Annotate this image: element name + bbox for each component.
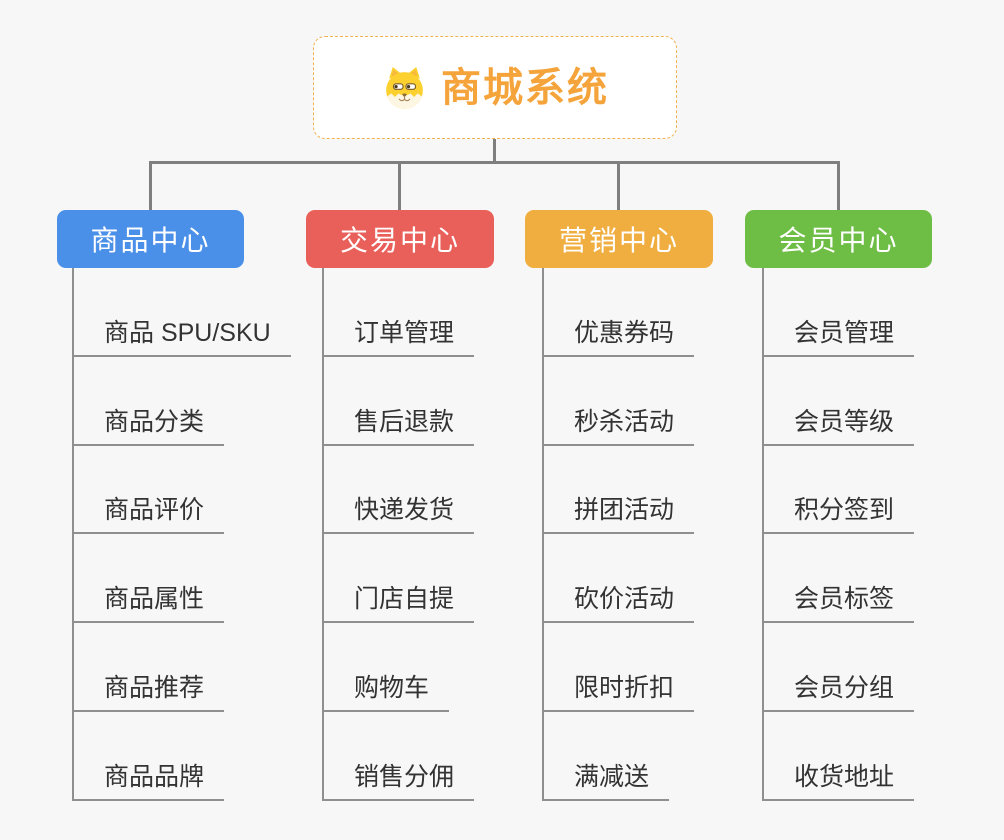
leaf-node[interactable]: 会员等级 <box>762 409 915 446</box>
child-row: 砍价活动 <box>542 534 695 624</box>
leaf-node[interactable]: 限时折扣 <box>542 676 695 713</box>
leaf-node[interactable]: 优惠券码 <box>542 320 695 357</box>
child-row: 商品 SPU/SKU <box>72 268 291 357</box>
connector-drop-branch-1 <box>149 161 152 210</box>
child-row: 收货地址 <box>762 712 915 801</box>
leaf-node[interactable]: 积分签到 <box>762 498 915 535</box>
leaf-node[interactable]: 会员分组 <box>762 676 915 713</box>
leaf-node[interactable]: 拼团活动 <box>542 498 695 535</box>
leaf-node[interactable]: 满减送 <box>542 764 670 801</box>
children-column-marketing: 优惠券码 秒杀活动 拼团活动 砍价活动 限时折扣 满减送 <box>542 268 695 801</box>
root-title: 商城系统 <box>441 65 609 110</box>
leaf-node[interactable]: 会员管理 <box>762 320 915 357</box>
connector-drop-branch-3 <box>617 161 620 210</box>
child-row: 销售分佣 <box>322 712 475 801</box>
child-row: 满减送 <box>542 712 694 801</box>
leaf-node[interactable]: 快递发货 <box>322 498 475 535</box>
branch-node-member-center[interactable]: 会员中心 <box>745 210 932 268</box>
child-row: 会员管理 <box>762 268 915 357</box>
leaf-node[interactable]: 商品评价 <box>72 498 225 535</box>
child-row: 订单管理 <box>322 268 475 357</box>
child-row: 门店自提 <box>322 534 475 624</box>
connector-drop-branch-4 <box>837 161 840 210</box>
child-row: 商品属性 <box>72 534 291 624</box>
child-row: 快递发货 <box>322 446 475 535</box>
children-column-product: 商品 SPU/SKU 商品分类 商品评价 商品属性 商品推荐 商品品牌 <box>72 268 291 801</box>
shiba-dog-icon <box>386 66 423 109</box>
leaf-node[interactable]: 购物车 <box>322 676 450 713</box>
child-row: 会员等级 <box>762 357 915 446</box>
leaf-node[interactable]: 订单管理 <box>322 320 475 357</box>
children-column-trade: 订单管理 售后退款 快递发货 门店自提 购物车 销售分佣 <box>322 268 475 801</box>
leaf-node[interactable]: 商品属性 <box>72 587 225 624</box>
child-row: 会员分组 <box>762 623 915 713</box>
leaf-node[interactable]: 砍价活动 <box>542 587 695 624</box>
child-row: 优惠券码 <box>542 268 695 357</box>
children-column-member: 会员管理 会员等级 积分签到 会员标签 会员分组 收货地址 <box>762 268 915 801</box>
child-row: 会员标签 <box>762 534 915 624</box>
child-row: 秒杀活动 <box>542 357 695 446</box>
leaf-node[interactable]: 商品推荐 <box>72 676 225 713</box>
child-row: 商品品牌 <box>72 712 291 801</box>
child-row: 商品推荐 <box>72 623 291 713</box>
leaf-node[interactable]: 会员标签 <box>762 587 915 624</box>
leaf-node[interactable]: 商品品牌 <box>72 764 225 801</box>
branch-node-marketing-center[interactable]: 营销中心 <box>525 210 713 268</box>
leaf-node[interactable]: 门店自提 <box>322 587 475 624</box>
branch-node-product-center[interactable]: 商品中心 <box>57 210 244 268</box>
connector-horizontal <box>149 161 840 164</box>
child-row: 购物车 <box>322 623 474 713</box>
leaf-node[interactable]: 商品分类 <box>72 409 225 446</box>
leaf-node[interactable]: 收货地址 <box>762 764 915 801</box>
child-row: 拼团活动 <box>542 446 695 535</box>
child-row: 积分签到 <box>762 446 915 535</box>
leaf-node[interactable]: 销售分佣 <box>322 764 475 801</box>
leaf-node[interactable]: 售后退款 <box>322 409 475 446</box>
connector-drop-branch-2 <box>398 161 401 210</box>
child-row: 商品评价 <box>72 446 291 535</box>
connector-root-drop <box>493 139 496 164</box>
child-row: 限时折扣 <box>542 623 695 713</box>
root-node-mall-system[interactable]: 商城系统 <box>313 36 677 139</box>
leaf-node[interactable]: 商品 SPU/SKU <box>72 320 291 357</box>
branch-node-trade-center[interactable]: 交易中心 <box>306 210 494 268</box>
child-row: 售后退款 <box>322 357 475 446</box>
leaf-node[interactable]: 秒杀活动 <box>542 409 695 446</box>
child-row: 商品分类 <box>72 357 291 446</box>
